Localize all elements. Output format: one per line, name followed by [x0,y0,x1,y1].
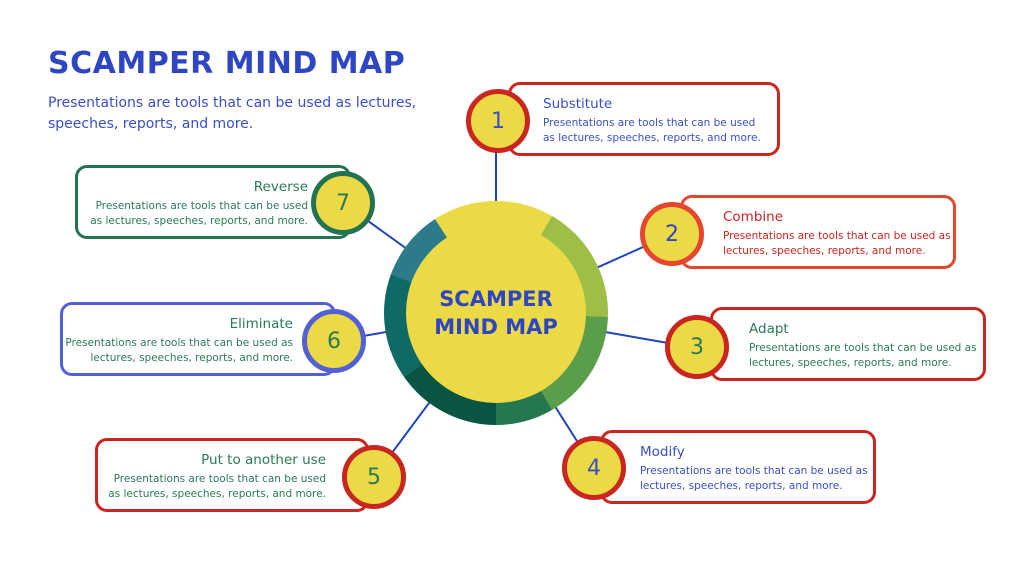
node-description: Presentations are tools that can be used… [108,473,326,500]
node-title: Eliminate [229,316,293,332]
hub-label-line1: SCAMPER [439,287,553,311]
page-subtitle: Presentations are tools that can be used… [48,95,417,132]
node-combine: Combine Presentations are tools that can… [680,195,956,269]
number-badge-3: 3 [665,315,729,379]
number-badge-4: 4 [562,436,626,500]
number-badge-5: 5 [342,445,406,509]
node-put-to-another-use: Put to another use Presentations are too… [95,438,369,512]
number-badge-2: 2 [640,202,704,266]
hub-label: SCAMPER MIND MAP [406,223,586,403]
number-badge-1: 1 [466,89,530,153]
node-substitute: Substitute Presentations are tools that … [508,82,780,156]
node-title: Put to another use [201,452,326,468]
node-title: Substitute [543,96,613,112]
node-reverse: Reverse Presentations are tools that can… [75,165,351,239]
hub-label-line2: MIND MAP [434,315,558,339]
node-eliminate: Eliminate Presentations are tools that c… [60,302,336,376]
node-description: Presentations are tools that can be used… [749,342,977,369]
node-modify: Modify Presentations are tools that can … [600,430,876,504]
node-description: Presentations are tools that can be used… [723,230,951,257]
node-title: Combine [723,209,784,225]
number-badge-6: 6 [302,309,366,373]
node-description: Presentations are tools that can be used… [65,337,293,364]
node-description: Presentations are tools that can be used… [543,117,761,144]
node-adapt: Adapt Presentations are tools that can b… [710,307,986,381]
central-hub: SCAMPER MIND MAP [384,201,608,425]
number-badge-7: 7 [311,171,375,235]
node-title: Modify [640,444,685,460]
node-title: Adapt [749,321,789,337]
node-description: Presentations are tools that can be used… [640,465,868,492]
page-title: SCAMPER MIND MAP [48,46,406,81]
node-description: Presentations are tools that can be used… [90,200,308,227]
node-title: Reverse [253,179,308,195]
